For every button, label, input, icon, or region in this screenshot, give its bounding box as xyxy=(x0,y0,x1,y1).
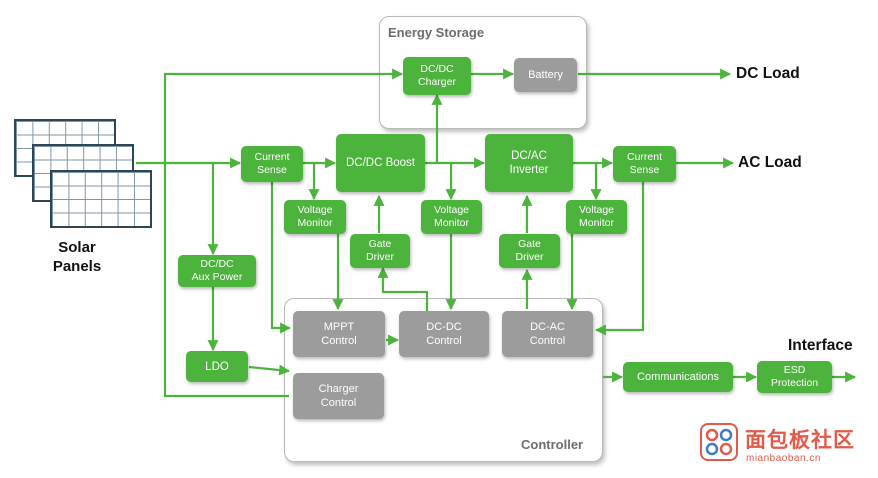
gate-driver-1-block: Gate Driver xyxy=(350,234,410,268)
watermark-subtext: mianbaoban.cn xyxy=(746,453,821,464)
voltage-monitor-1-block: Voltage Monitor xyxy=(284,200,346,234)
mppt-control-block: MPPT Control xyxy=(293,311,385,357)
dcdc-boost-block: DC/DC Boost xyxy=(336,134,425,192)
current-sense-2-block: Current Sense xyxy=(613,146,676,182)
battery-block: Battery xyxy=(514,58,577,92)
watermark-logo-icon xyxy=(700,423,738,461)
dcac-inverter-block: DC/AC Inverter xyxy=(485,134,573,192)
controller-label: Controller xyxy=(521,437,584,452)
dcdc-control-block: DC-DC Control xyxy=(399,311,489,357)
communications-block: Communications xyxy=(623,362,733,392)
gate-driver-2-block: Gate Driver xyxy=(499,234,560,268)
ac-load-label: AC Load xyxy=(738,154,802,171)
solar-panel-3 xyxy=(50,170,152,228)
energy-storage-label: Energy Storage xyxy=(388,25,485,40)
charger-control-block: Charger Control xyxy=(293,373,384,419)
watermark-text: 面包板社区 xyxy=(745,429,855,452)
dcac-control-block: DC-AC Control xyxy=(502,311,593,357)
dcdc-charger-block: DC/DC Charger xyxy=(403,57,471,95)
esd-protection-block: ESD Protection xyxy=(757,361,832,393)
dc-load-label: DC Load xyxy=(736,65,800,82)
solar-panels-label: Solar Panels xyxy=(52,239,102,275)
voltage-monitor-3-block: Voltage Monitor xyxy=(566,200,627,234)
voltage-monitor-2-block: Voltage Monitor xyxy=(421,200,482,234)
ldo-block: LDO xyxy=(186,351,248,382)
dcdc-aux-power-block: DC/DC Aux Power xyxy=(178,255,256,287)
interface-label: Interface xyxy=(788,337,853,354)
current-sense-1-block: Current Sense xyxy=(241,146,303,182)
